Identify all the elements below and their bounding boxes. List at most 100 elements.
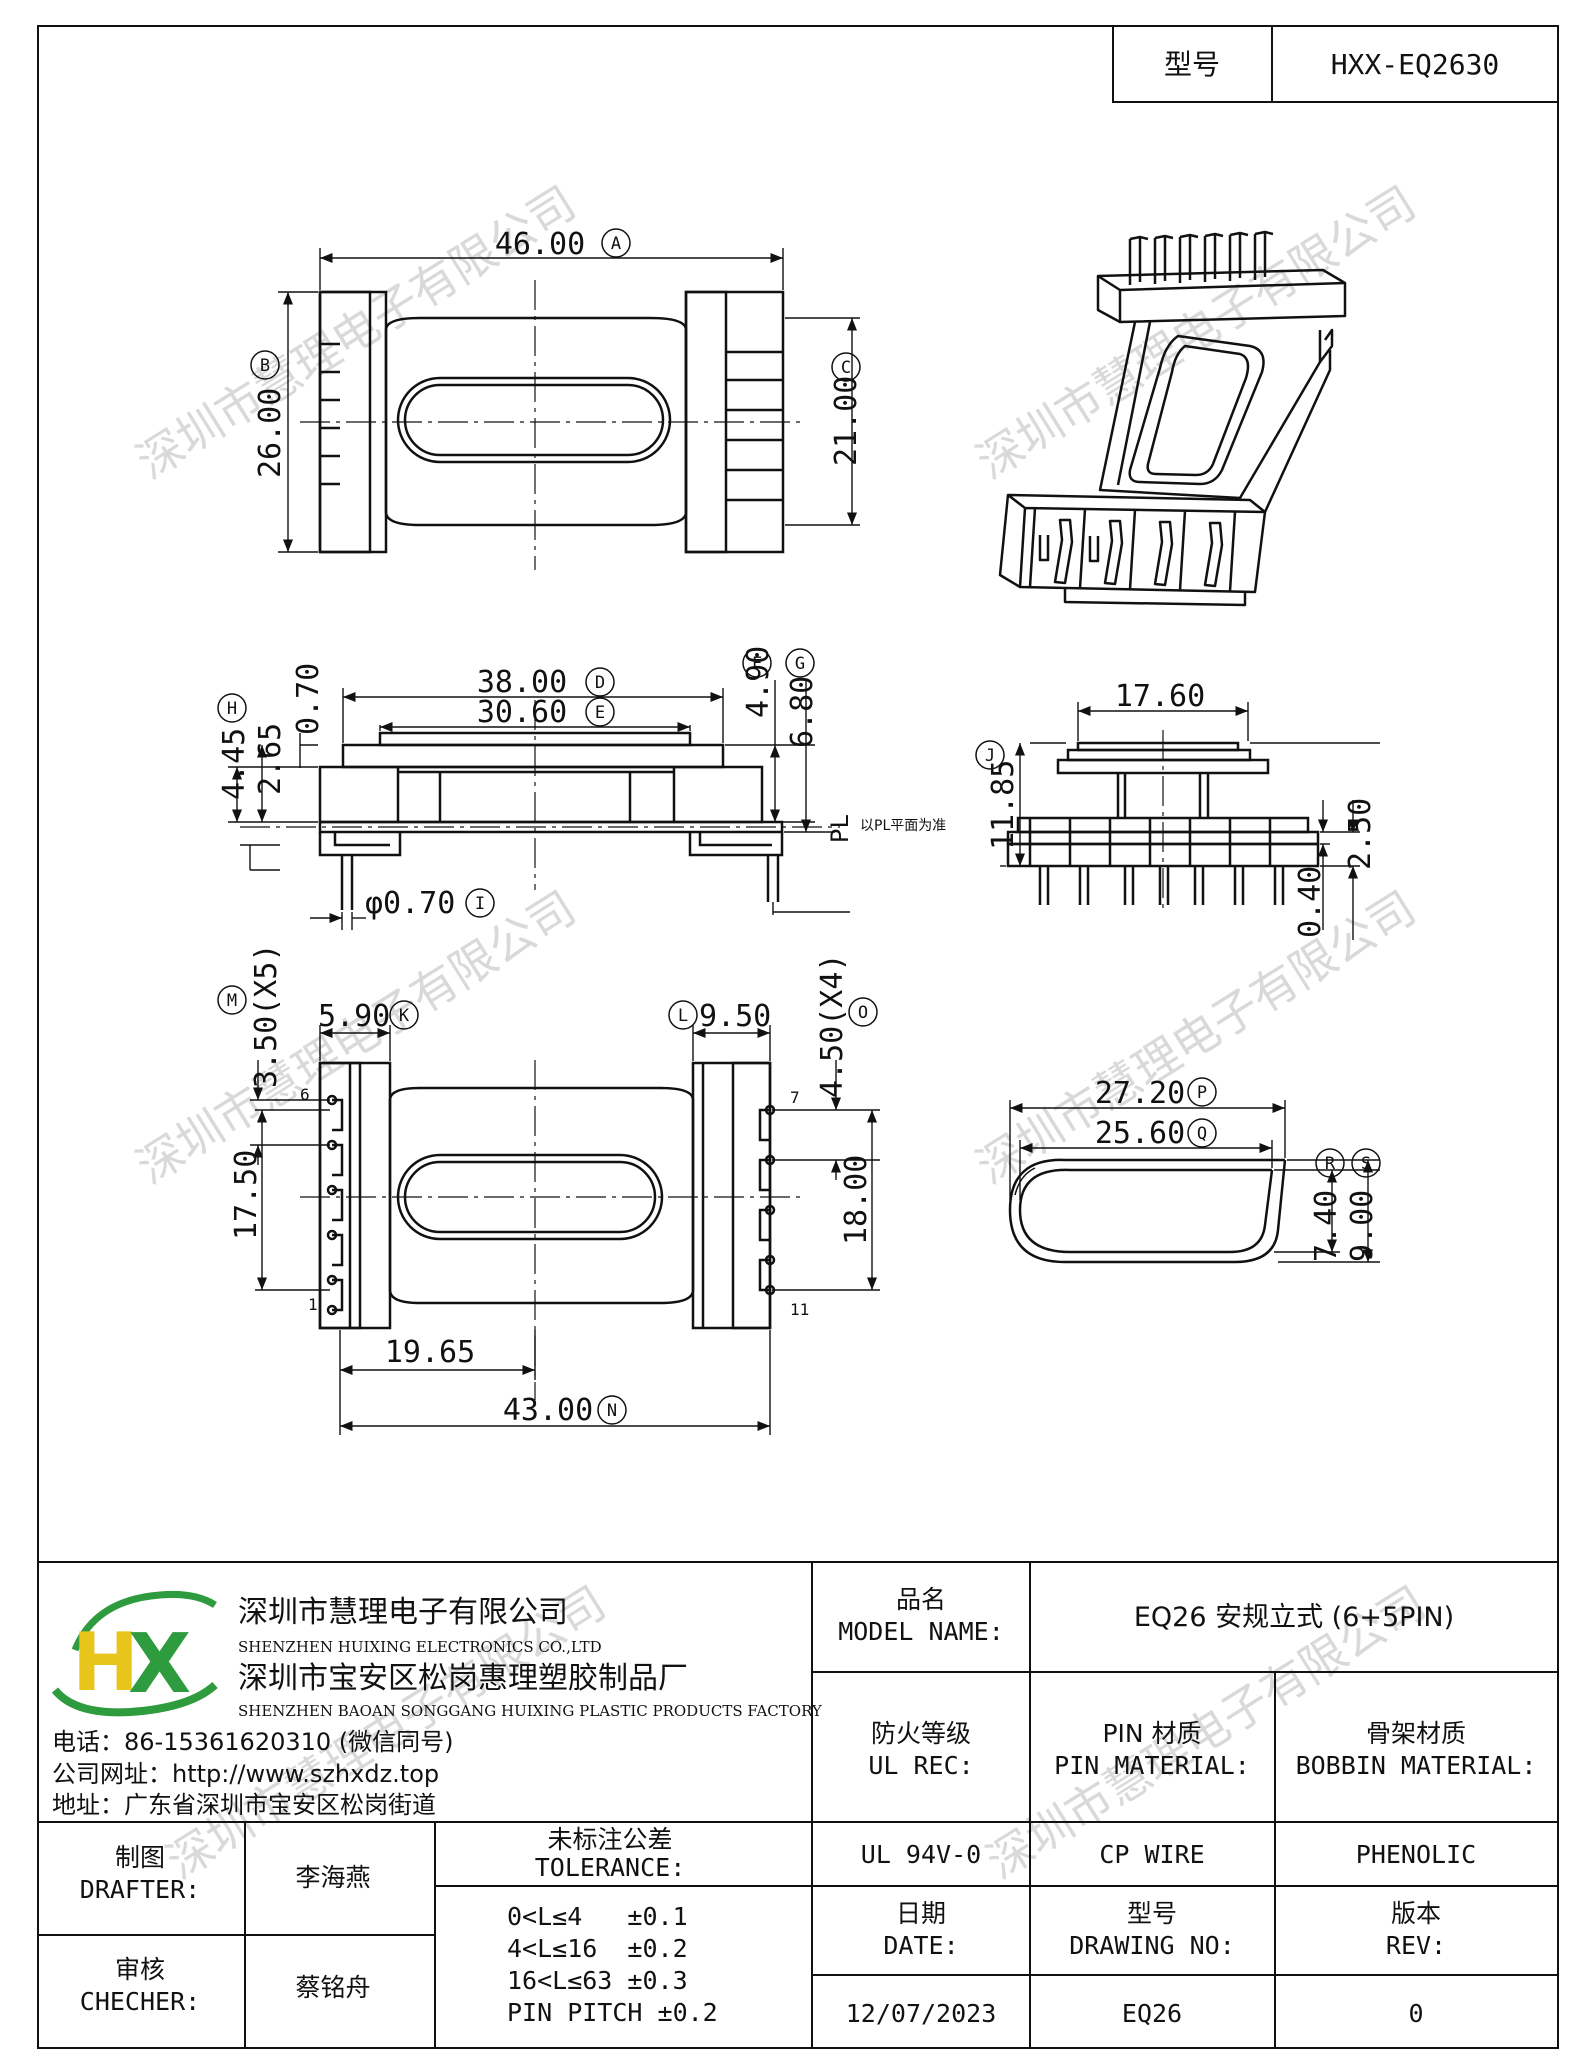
tag-i [465,888,495,918]
dim-core-outer: 27.20 [1095,1076,1185,1111]
tag-l [668,1000,698,1030]
tolerance-line: 4<L≤16 ±0.2 [507,1934,688,1963]
tag-a [601,228,631,258]
tag-k [389,1000,419,1030]
company-address: 地址：广东省深圳市宝安区松岗街道 [52,1791,436,1819]
top-view-dimensions [278,248,860,553]
tag-o [848,997,878,1027]
date-cn: 日期 [896,1899,946,1928]
model-name-cn: 品名 [896,1585,946,1614]
dim-end-pin-thickness: 0.40 [1293,866,1328,938]
ul-rec-cn: 防火等级 [871,1719,971,1748]
dim-bottom-offset: 19.65 [385,1335,475,1370]
drafter-value: 李海燕 [295,1863,370,1892]
tag-n-label: N [607,1401,617,1421]
top-view-centerlines [300,280,800,570]
watermark: 深圳市慧理电子有限公司 [127,880,585,1194]
pin-label-1: 1 [308,1295,318,1314]
dim-top-width: 46.00 [495,227,585,262]
tag-a-label: A [611,234,621,254]
tag-n [597,1395,627,1425]
dim-core-outer-height: 9.00 [1345,1190,1380,1262]
pin-label-6: 6 [300,1085,310,1104]
tag-j [975,740,1005,770]
dim-bottom-right-pitch: 4.50(X4) [815,954,850,1099]
drawing-no-en: DRAWING NO: [1069,1931,1235,1960]
company-name-en: SHENZHEN HUIXING ELECTRONICS CO.,LTD [238,1638,602,1656]
factory-name-cn: 深圳市宝安区松岗惠理塑胶制品厂 [238,1661,688,1696]
core-view [1008,1158,1287,1264]
checker-value: 蔡铭舟 [295,1973,370,2002]
dim-side-h5: 0.70 [291,663,326,735]
tag-q [1187,1118,1217,1148]
tag-b [250,350,280,380]
company-website: 公司网址：http://www.szhxdz.top [52,1760,439,1788]
pin-material-en: PIN MATERIAL: [1054,1751,1250,1780]
sheet-border [37,25,1559,2049]
tolerance-line: 0<L≤4 ±0.1 [507,1902,688,1931]
bobbin-material-cn: 骨架材质 [1366,1719,1466,1748]
side-view [318,731,784,910]
dim-bottom-total: 43.00 [503,1393,593,1428]
tolerance-line: 16<L≤63 ±0.3 [507,1966,688,1995]
pin-material-value: CP WIRE [1099,1840,1204,1869]
side-view-dimensions [228,680,850,930]
dim-side-h4: 2.65 [253,723,288,795]
watermark: 深圳市慧理电子有限公司 [127,175,585,489]
company-phone: 电话：86-15361620310 (微信同号) [52,1728,454,1756]
tag-s-label: S [1361,1154,1371,1174]
dim-side-length-outer: 38.00 [477,665,567,700]
title-block [38,1561,1558,2048]
checker-cn: 审核 [115,1955,165,1984]
isometric-view [998,230,1347,607]
tag-e-label: E [595,703,605,723]
bottom-view [318,1061,776,1330]
dim-end-height: 11.85 [986,760,1021,850]
header-model-box: 型号 HXX-EQ2630 [1112,25,1559,103]
drafter-en: DRAFTER: [80,1875,200,1904]
tag-r [1315,1148,1345,1178]
tag-f [742,648,772,678]
tag-m-label: M [227,991,237,1011]
dim-bottom-left-pitch: 3.50(X5) [249,944,284,1089]
header-model-value: HXX-EQ2630 [1331,48,1500,81]
tag-r-label: R [1325,1154,1336,1174]
tolerance-line: PIN PITCH ±0.2 [507,1998,718,2027]
drafter-cn: 制图 [115,1843,165,1872]
tag-h-label: H [227,699,237,719]
company-name-cn: 深圳市慧理电子有限公司 [238,1595,568,1630]
model-name-en: MODEL NAME: [838,1617,1004,1646]
model-name-value: EQ26 安规立式 (6+5PIN) [1134,1602,1454,1633]
tag-d [585,667,615,697]
side-view-centerlines [240,700,840,890]
factory-name-en: SHENZHEN BAOAN SONGGANG HUIXING PLASTIC … [238,1702,823,1720]
checker-en: CHECHER: [80,1987,200,2016]
tag-g [785,648,815,678]
dim-end-width: 17.60 [1115,679,1205,714]
rev-cn: 版本 [1391,1899,1441,1928]
tag-b-label: B [260,356,270,376]
end-view-dimensions [1000,702,1380,940]
tag-g-label: G [795,654,805,674]
logo-x: X [128,1617,191,1712]
tolerance-cn: 未标注公差 [547,1825,672,1854]
watermark: 深圳市慧理电子有限公司 [967,880,1425,1194]
side-pl-note: 以PL平面为准 [860,818,946,834]
dim-side-pl: PL [826,814,854,843]
rev-en: REV: [1386,1931,1446,1960]
pin-material-cn: PIN 材质 [1102,1719,1201,1748]
tag-m [217,985,247,1015]
ul-rec-en: UL REC: [868,1751,973,1780]
tag-c [831,352,861,382]
dim-side-h3: 4.45 [217,728,252,800]
tag-j-label: J [985,746,995,766]
tag-o-label: O [858,1003,868,1023]
dim-bottom-left-height: 17.50 [229,1150,264,1240]
tag-s [1351,1148,1381,1178]
drawing-no-value: EQ26 [1122,1999,1182,2028]
tag-k-label: K [399,1006,410,1026]
tag-h [217,693,247,723]
tag-c-label: C [841,358,851,378]
tag-e [585,697,615,727]
